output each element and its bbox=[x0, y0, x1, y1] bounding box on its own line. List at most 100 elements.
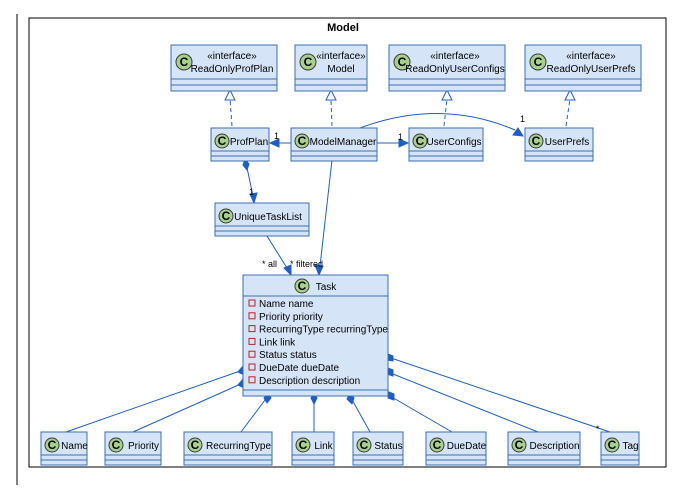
class-icon bbox=[294, 133, 310, 149]
realization-modelmanager bbox=[330, 98, 333, 127]
assoc-arrowhead-task-filtered bbox=[314, 264, 324, 277]
realization-arrowhead-userconfigs bbox=[441, 88, 453, 101]
package-title: Model bbox=[327, 22, 359, 34]
composition-task-duedate bbox=[389, 395, 453, 433]
svg-text:C: C bbox=[222, 209, 231, 223]
svg-text:«interface»: «interface» bbox=[207, 51, 257, 62]
interface-readonlyuserprefs[interactable]: C «interface» ReadOnlyUserPrefs bbox=[524, 44, 642, 92]
svg-text:Tag: Tag bbox=[622, 441, 638, 452]
svg-text:RecurringType: RecurringType bbox=[206, 441, 271, 452]
assoc-uniquetasklist-task bbox=[266, 235, 288, 269]
svg-text:C: C bbox=[180, 55, 189, 69]
svg-text:ReadOnlyUserPrefs: ReadOnlyUserPrefs bbox=[547, 64, 636, 75]
interface-model[interactable]: C «interface» Model bbox=[294, 44, 368, 92]
svg-text:ReadOnlyProfPlan: ReadOnlyProfPlan bbox=[191, 64, 274, 75]
svg-text:C: C bbox=[298, 279, 307, 293]
svg-text:C: C bbox=[299, 438, 308, 452]
svg-text:C: C bbox=[416, 134, 425, 148]
task-attribute: Name name bbox=[259, 299, 314, 310]
package-frame bbox=[28, 17, 667, 468]
mult-userprefs: 1 bbox=[520, 114, 525, 124]
svg-text:C: C bbox=[360, 438, 369, 452]
class-status[interactable]: C Status bbox=[352, 431, 404, 466]
private-visibility-icon bbox=[248, 350, 256, 358]
private-visibility-icon bbox=[248, 376, 256, 384]
realization-profplan bbox=[229, 98, 233, 127]
class-icon bbox=[393, 53, 411, 71]
svg-text:Model: Model bbox=[327, 64, 354, 75]
private-visibility-icon bbox=[248, 363, 256, 371]
svg-text:«interface»: «interface» bbox=[430, 51, 480, 62]
task-attribute: RecurringType recurringType bbox=[259, 325, 388, 336]
composition-diamond-duedate bbox=[387, 391, 395, 401]
class-profplan[interactable]: C ProfPlan bbox=[210, 127, 270, 162]
private-visibility-icon bbox=[248, 325, 256, 333]
class-userconfigs[interactable]: C UserConfigs bbox=[408, 127, 484, 162]
svg-text:Link: Link bbox=[314, 441, 333, 452]
interface-readonlyprofplan[interactable]: C «interface» ReadOnlyProfPlan bbox=[170, 44, 278, 92]
svg-text:«interface»: «interface» bbox=[566, 51, 616, 62]
svg-text:C: C bbox=[48, 438, 57, 452]
class-icon bbox=[187, 437, 203, 453]
composition-task-recurringtype bbox=[240, 395, 269, 433]
svg-text:Name: Name bbox=[61, 441, 88, 452]
mult-filtered: * filtered bbox=[290, 259, 323, 269]
svg-text:C: C bbox=[608, 438, 617, 452]
svg-text:UserConfigs: UserConfigs bbox=[426, 137, 481, 148]
class-tag[interactable]: C Tag bbox=[600, 431, 640, 466]
composition-task-description bbox=[387, 371, 539, 433]
class-icon bbox=[299, 53, 317, 71]
svg-text:C: C bbox=[304, 55, 313, 69]
class-icon bbox=[604, 437, 620, 453]
private-visibility-icon bbox=[248, 312, 256, 320]
class-icon bbox=[529, 53, 547, 71]
svg-text:C: C bbox=[534, 55, 543, 69]
realization-arrowhead-modelmanager bbox=[325, 88, 337, 101]
svg-text:Description: Description bbox=[529, 441, 579, 452]
assoc-arrowhead-task-all bbox=[283, 264, 292, 277]
mult-tag: * bbox=[596, 424, 600, 434]
class-recurringtype[interactable]: C RecurringType bbox=[183, 431, 273, 466]
svg-text:C: C bbox=[191, 438, 200, 452]
class-userprefs[interactable]: C UserPrefs bbox=[524, 127, 594, 162]
interface-readonlyuserconfigs[interactable]: C «interface» ReadOnlyUserConfigs bbox=[388, 44, 506, 92]
assoc-arrowhead-profplan bbox=[268, 138, 280, 148]
svg-text:Status: Status bbox=[374, 441, 402, 452]
task-attribute: Status status bbox=[259, 350, 317, 361]
class-link[interactable]: C Link bbox=[291, 431, 335, 466]
class-icon bbox=[356, 437, 372, 453]
svg-text:ModelManager: ModelManager bbox=[310, 137, 377, 148]
svg-text:C: C bbox=[532, 134, 541, 148]
task-attribute: Priority priority bbox=[259, 312, 323, 323]
assoc-arrowhead-userprefs bbox=[512, 127, 524, 137]
svg-text:Task: Task bbox=[316, 282, 338, 293]
private-visibility-icon bbox=[248, 337, 256, 345]
private-visibility-icon bbox=[248, 299, 256, 307]
realization-arrowhead-userprefs bbox=[564, 88, 576, 101]
class-task[interactable]: C Task bbox=[242, 274, 389, 397]
svg-text:UserPrefs: UserPrefs bbox=[545, 137, 589, 148]
class-icon bbox=[44, 437, 60, 453]
assoc-modelmanager-userprefs bbox=[359, 113, 516, 131]
svg-text:UniqueTaskList: UniqueTaskList bbox=[234, 212, 302, 223]
svg-text:ReadOnlyUserConfigs: ReadOnlyUserConfigs bbox=[405, 64, 505, 75]
svg-text:ProfPlan: ProfPlan bbox=[230, 137, 268, 148]
assoc-modelmanager-task bbox=[319, 159, 333, 267]
composition-task-name bbox=[65, 369, 244, 433]
svg-text:Priority: Priority bbox=[128, 441, 159, 452]
class-modelmanager[interactable]: C ModelManager bbox=[290, 127, 378, 162]
class-icon bbox=[295, 437, 311, 453]
class-icon bbox=[528, 133, 544, 149]
assoc-arrowhead-uniquetasklist bbox=[249, 192, 258, 205]
assoc-arrowhead-userconfigs bbox=[398, 138, 410, 148]
class-uniquetasklist[interactable]: C UniqueTaskList bbox=[214, 202, 310, 237]
class-name[interactable]: C Name bbox=[40, 431, 88, 466]
task-attribute: Link link bbox=[259, 337, 296, 348]
svg-text:«interface»: «interface» bbox=[316, 51, 366, 62]
